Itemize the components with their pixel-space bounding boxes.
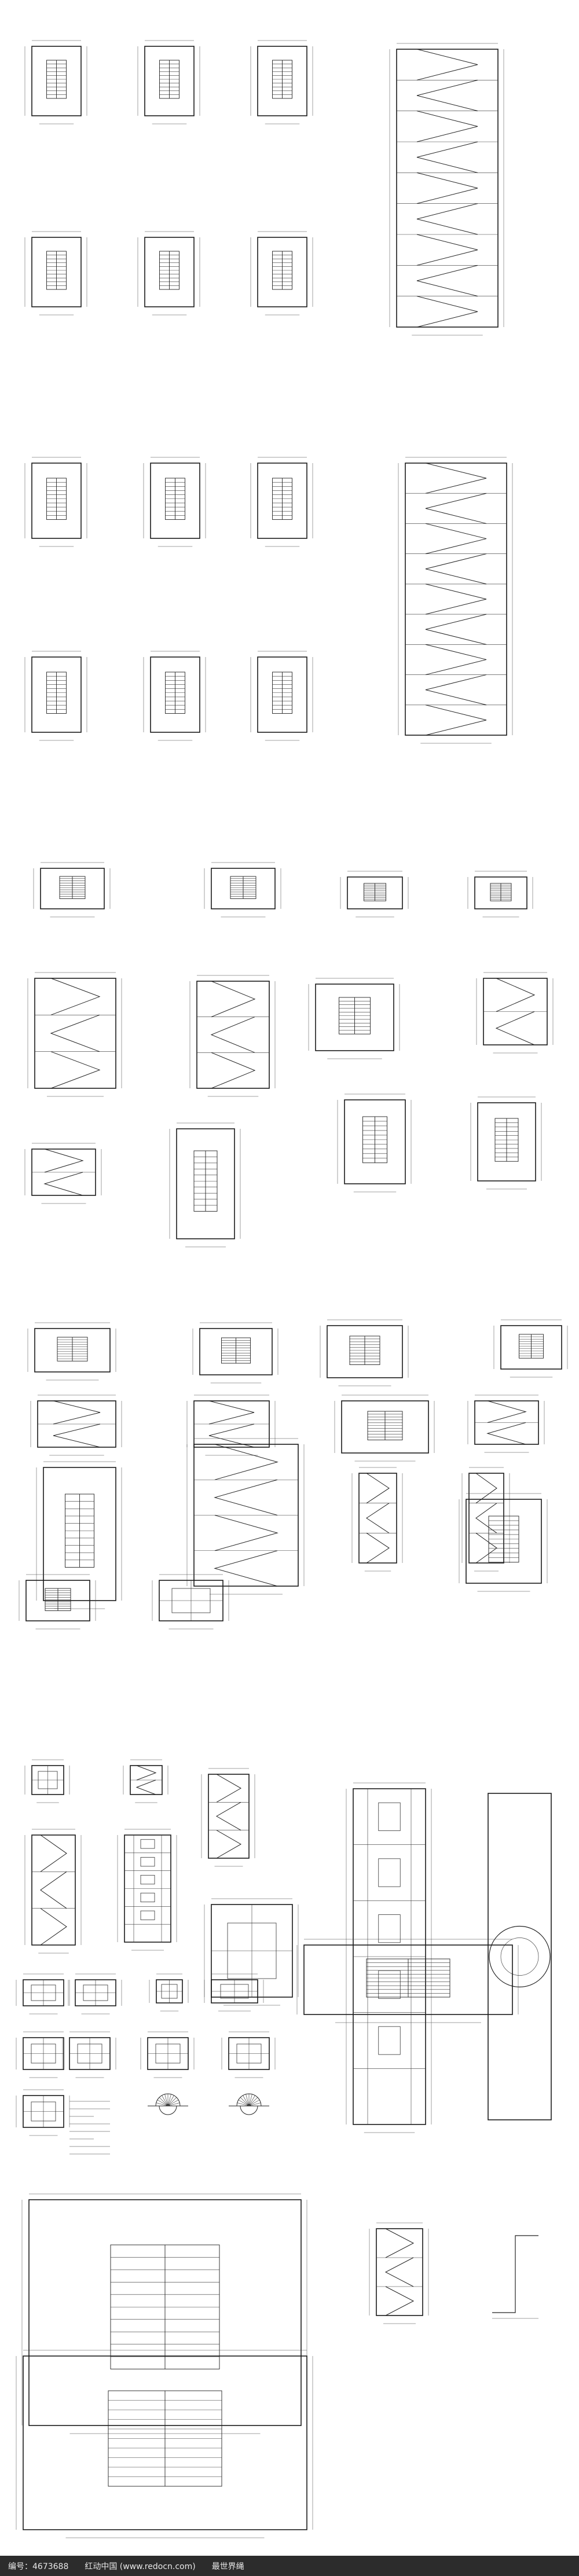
stair-plan-24 — [493, 1319, 568, 1378]
stair-plan-18 — [169, 1122, 241, 1247]
elevator-plan-5 — [68, 1973, 122, 2014]
elevator-plan-6 — [149, 1973, 189, 2012]
stair-plan-27 — [459, 1493, 548, 1592]
stair-section-1 — [389, 43, 504, 336]
elevator-plan-10 — [140, 2031, 195, 2078]
stair-plan-10 — [24, 651, 87, 741]
stair-plan-16 — [467, 871, 533, 918]
stair-plan-30 — [21, 2193, 307, 2434]
stair-section-6 — [24, 1143, 102, 1204]
stair-plan-29 — [296, 1939, 519, 2023]
stair-plan-25 — [334, 1395, 435, 1462]
stair-plan-20 — [470, 1096, 542, 1190]
stair-plan-11 — [143, 651, 206, 741]
stair-section-2 — [398, 457, 513, 744]
elevator-section-1 — [123, 1759, 168, 1803]
stair-plan-5 — [137, 231, 200, 315]
stair-section-10 — [186, 1438, 305, 1595]
elevator-plan-11 — [221, 2031, 276, 2078]
stair-plan-12 — [250, 651, 313, 741]
stair-section-4 — [189, 975, 276, 1097]
stair-plan-7 — [24, 457, 87, 547]
stair-section-11 — [351, 1467, 403, 1572]
stair-plan-1 — [24, 40, 87, 124]
image-id-text: 编号：4673688 — [8, 2562, 69, 2571]
elevator-plan-9 — [62, 2031, 116, 2078]
author-text: 最世界绳 — [211, 2562, 244, 2571]
stair-section-13 — [369, 2222, 429, 2324]
watermark-footer: 编号：4673688 红动中国 (www.redocn.com) 最世界绳 — [0, 2556, 579, 2576]
stair-plan-14 — [204, 862, 281, 918]
stair-plan-17 — [308, 978, 400, 1059]
stair-plan-26 — [36, 1461, 122, 1609]
ramp-section — [492, 2235, 538, 2319]
elevator-plan-8 — [16, 2031, 70, 2078]
stair-plan-28 — [19, 1574, 96, 1630]
stair-plan-3 — [250, 40, 313, 124]
stair-section-8 — [186, 1395, 276, 1456]
stair-plan-31 — [16, 2350, 313, 2538]
stair-plan-15 — [340, 871, 409, 918]
stair-plan-23 — [320, 1319, 409, 1386]
stair-plan-6 — [250, 231, 313, 315]
elevator-plan-2 — [24, 1759, 70, 1803]
notes-block — [69, 2101, 110, 2155]
stair-plan-21 — [27, 1322, 116, 1381]
stair-plan-13 — [33, 862, 111, 918]
stair-plan-8 — [143, 457, 206, 547]
stair-plan-19 — [337, 1093, 412, 1192]
elevator-plan-7 — [204, 1973, 264, 2012]
stair-section-12 — [461, 1467, 510, 1572]
elevator-plan-4 — [16, 1973, 70, 2014]
site-plan-round — [488, 1793, 552, 2120]
stair-section-9 — [467, 1395, 545, 1453]
site-text: 红动中国 (www.redocn.com) — [85, 2562, 196, 2571]
stair-plan-2 — [137, 40, 200, 124]
elevator-tall-section-1 — [117, 1829, 177, 1951]
elevator-section-3 — [24, 1829, 82, 1954]
elevator-plan-1 — [152, 1574, 229, 1630]
spiral-stair-plan-2 — [229, 2093, 269, 2115]
elevator-plan-3 — [204, 1898, 299, 2006]
elevator-plan-12 — [16, 2089, 70, 2136]
elevator-tall-section-2 — [346, 1782, 432, 2133]
spiral-stair-plan-1 — [148, 2093, 188, 2115]
stair-plan-4 — [24, 231, 87, 315]
stair-plan-22 — [192, 1322, 278, 1384]
stair-section-3 — [27, 972, 122, 1097]
stair-section-5 — [476, 972, 554, 1054]
stair-plan-9 — [250, 457, 313, 547]
elevator-section-2 — [201, 1768, 255, 1867]
stair-section-7 — [30, 1395, 122, 1456]
